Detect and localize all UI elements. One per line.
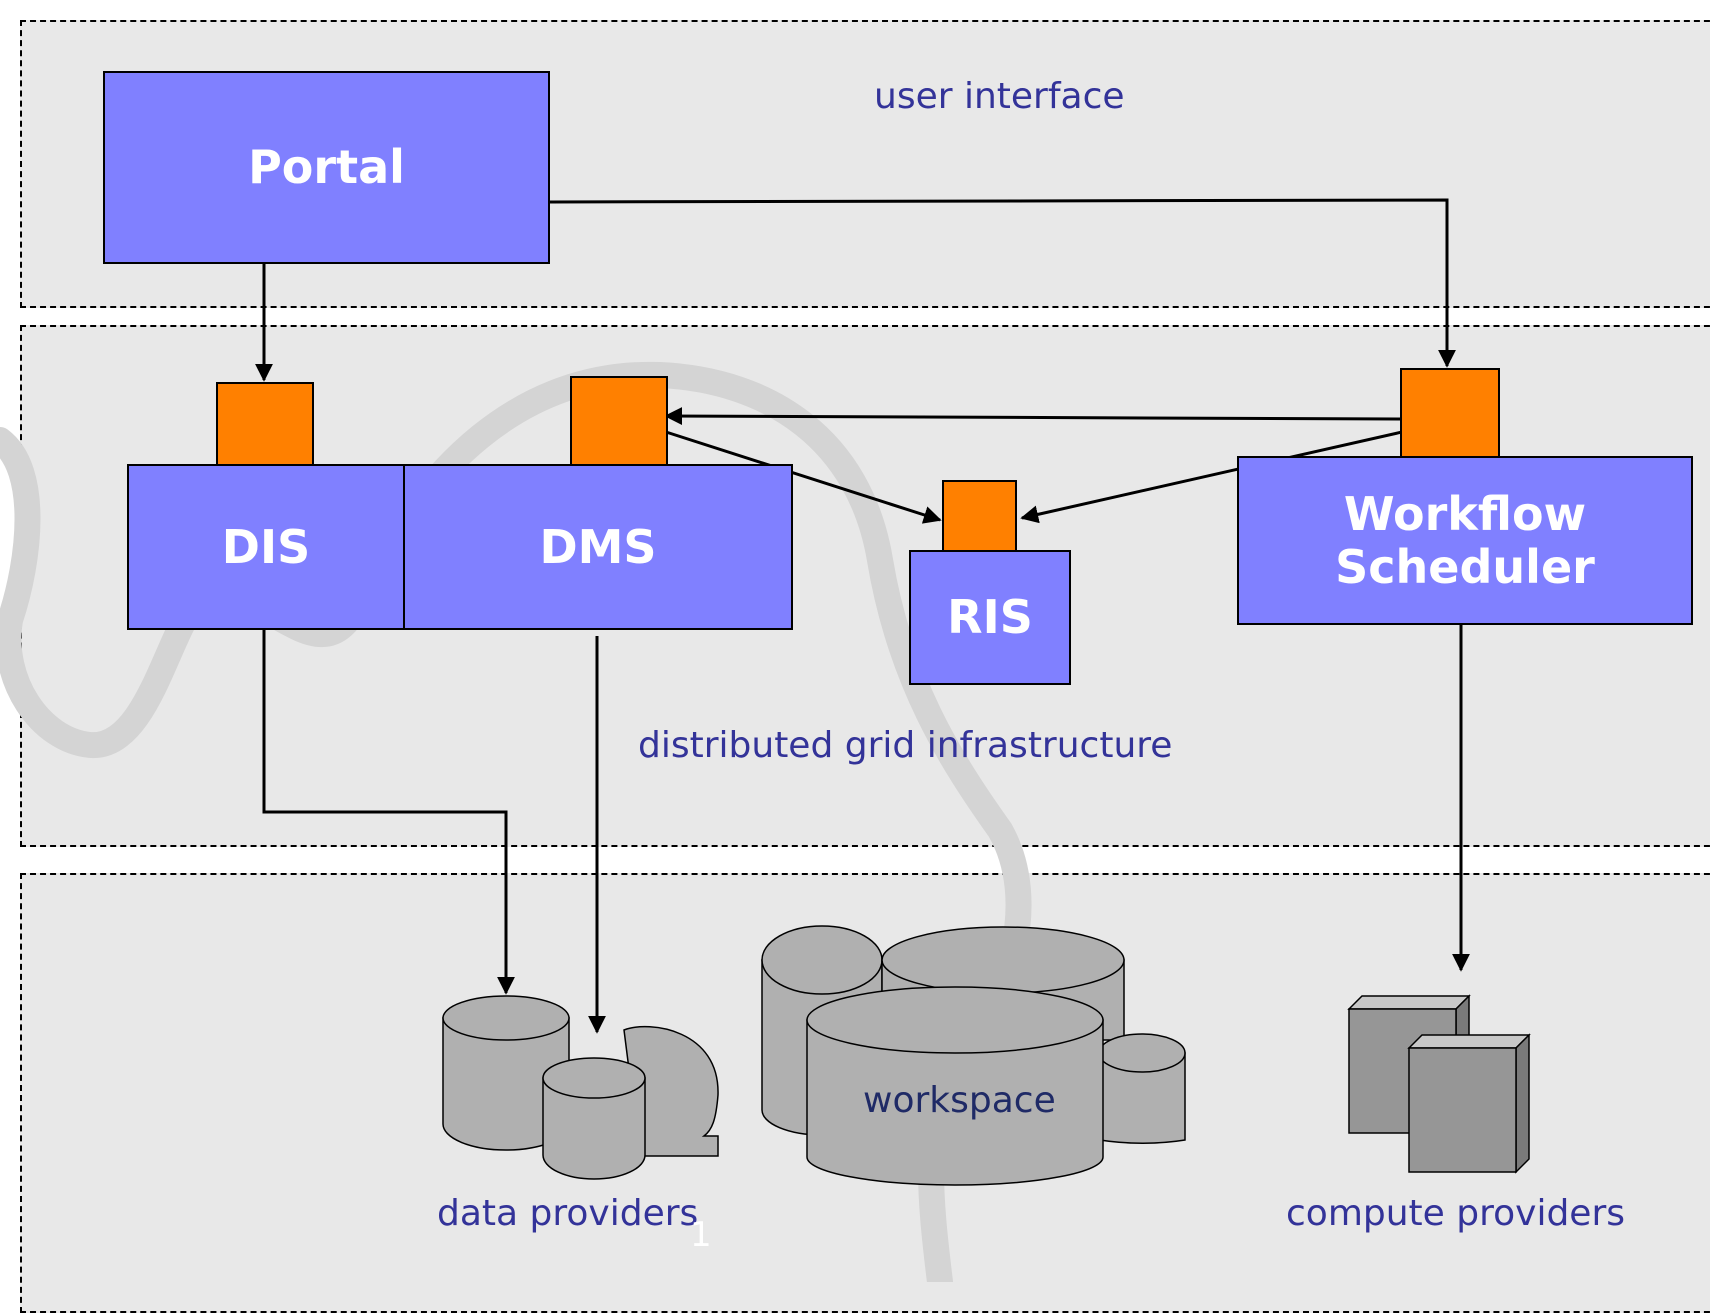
workspace-storage-icon [761, 925, 1186, 1186]
dis-port [216, 382, 314, 466]
portal-box: Portal [103, 71, 550, 264]
page-number: 1 [690, 1215, 712, 1255]
dms-label: DMS [539, 519, 657, 574]
scheduler-port [1400, 368, 1500, 458]
user-interface-label: user interface [874, 76, 1125, 117]
portal-to-scheduler-arrow [549, 198, 1456, 368]
dis-to-data-providers-arrow [262, 630, 515, 995]
scheduler-to-dms-arrow [664, 407, 1403, 426]
compute-providers-servers-icon [1347, 994, 1531, 1174]
portal-label: Portal [248, 140, 405, 195]
dis-label: DIS [221, 519, 311, 574]
dms-to-ris-arrow [665, 430, 942, 524]
diagram-canvas [0, 198, 1531, 1282]
workflow-scheduler-label: Workflow Scheduler [1335, 486, 1595, 594]
ris-label: RIS [947, 590, 1033, 645]
workspace-label: workspace [863, 1080, 1056, 1121]
ris-port [942, 480, 1017, 552]
compute-providers-label: compute providers [1286, 1193, 1626, 1234]
data-providers-label: data providers [437, 1193, 699, 1234]
scheduler-to-ris-arrow [1020, 430, 1403, 524]
grid-infrastructure-label: distributed grid infrastructure [638, 725, 1173, 766]
dms-box: DMS [403, 464, 793, 630]
dis-box: DIS [127, 464, 405, 630]
data-providers-storage-icon [442, 995, 719, 1180]
ris-box: RIS [909, 550, 1071, 685]
workflow-scheduler-box: Workflow Scheduler [1237, 456, 1693, 625]
dms-port [570, 376, 668, 466]
